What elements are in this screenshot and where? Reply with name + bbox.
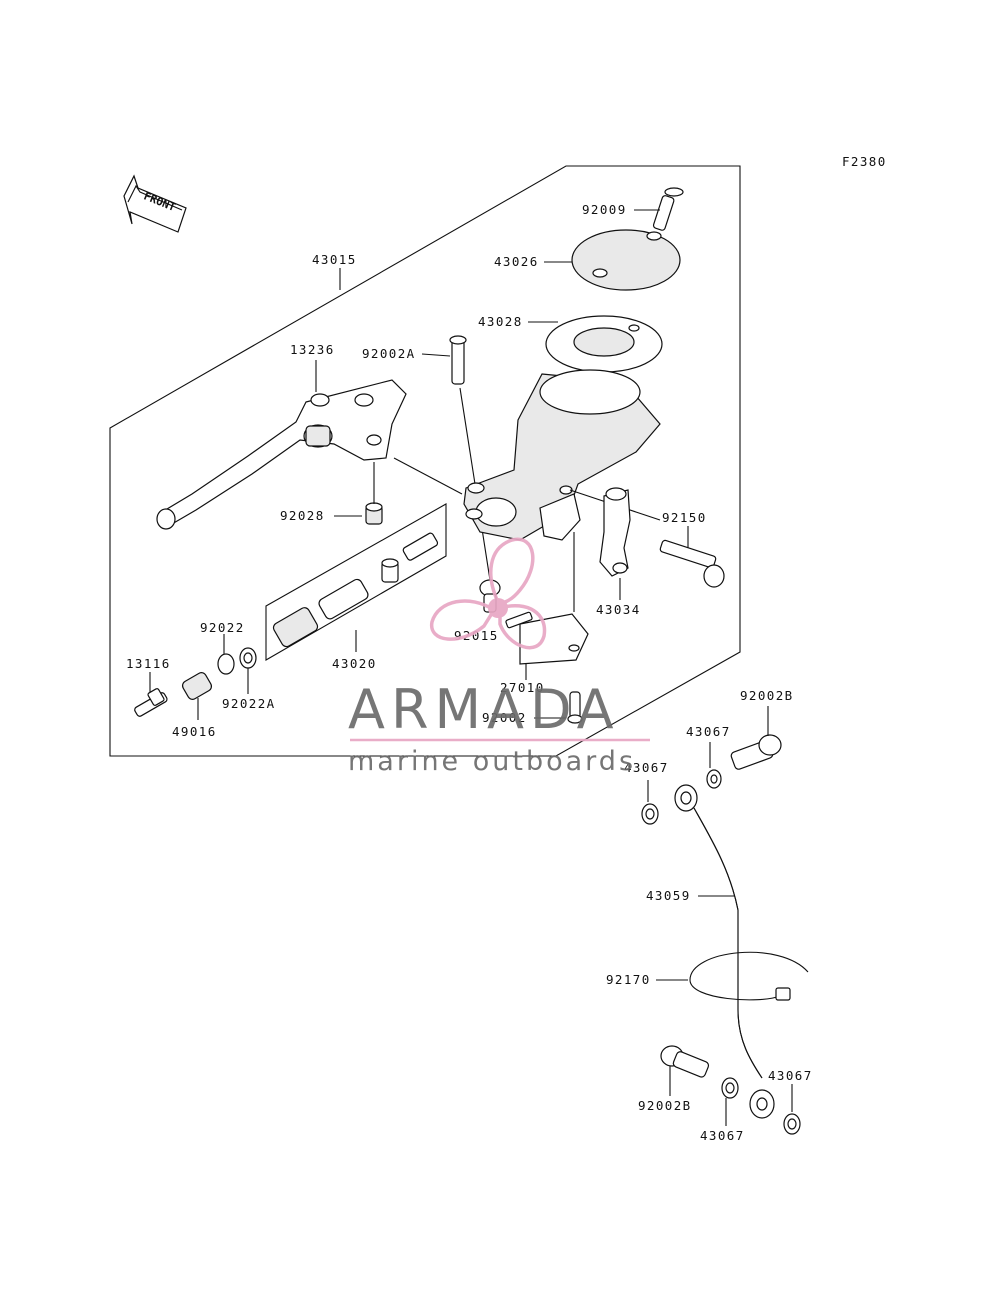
part-label-49016: 49016 (172, 724, 217, 739)
part-label-43059: 43059 (646, 888, 691, 903)
banjo-bolt-top-part (730, 734, 782, 770)
bushing-92028-part (365, 502, 383, 525)
pushrod-13116-part (134, 688, 168, 717)
part-label-43067-c: 43067 (700, 1128, 745, 1143)
part-label-92022: 92022 (200, 620, 245, 635)
part-label-92150: 92150 (662, 510, 707, 525)
piston-kit-part (265, 503, 447, 661)
part-label-43067-d: 43067 (768, 1068, 813, 1083)
part-label-13116: 13116 (126, 656, 171, 671)
part-label-92002a: 92002A (362, 346, 416, 361)
part-label-43067-a: 43067 (686, 724, 731, 739)
watermark: ARMADA marine outboards (348, 537, 650, 777)
master-cylinder-body-part (463, 369, 661, 541)
watermark-subtitle: marine outboards (348, 746, 636, 777)
part-label-27010: 27010 (500, 680, 545, 695)
bolt-92150-part (659, 539, 725, 588)
watermark-title: ARMADA (348, 678, 620, 741)
part-label-92028: 92028 (280, 508, 325, 523)
diaphragm-plate-part (545, 315, 663, 373)
part-label-43020: 43020 (332, 656, 377, 671)
part-label-43067-b: 43067 (624, 760, 669, 775)
bolt-92002a-part (449, 335, 467, 385)
part-label-43028: 43028 (478, 314, 523, 329)
washer-43067-a-part (706, 769, 722, 789)
reservoir-cap-part (571, 229, 681, 291)
part-label-92022a: 92022A (222, 696, 276, 711)
hose-clamp-band-part (689, 951, 809, 1001)
part-label-43026: 43026 (494, 254, 539, 269)
propeller-logo-icon (430, 537, 547, 650)
part-label-92002b-bottom: 92002B (638, 1098, 692, 1113)
washer-43067-d-part (783, 1113, 801, 1135)
front-direction-arrow-icon: FRONT (123, 174, 187, 233)
assembly-outline (109, 165, 741, 757)
banjo-bolt-bottom-part (660, 1045, 710, 1078)
part-label-43015: 43015 (312, 252, 357, 267)
part-label-92002b-top: 92002B (740, 688, 794, 703)
washer-43067-c-part (721, 1077, 739, 1099)
clutch-lever-part (156, 379, 407, 530)
part-label-92015: 92015 (454, 628, 499, 643)
part-label-92170: 92170 (606, 972, 651, 987)
brake-hose-part (674, 784, 775, 1119)
part-label-13236: 13236 (290, 342, 335, 357)
clamp-43034-part (599, 487, 631, 577)
part-label-43034: 43034 (596, 602, 641, 617)
switch-27010-part (505, 611, 589, 665)
part-label-92002: 92002 (482, 710, 527, 725)
seal-92022a-part (239, 647, 257, 669)
figure-code: F2380 (842, 154, 887, 169)
screw-92009-part (652, 187, 684, 231)
washer-43067-b-part (641, 803, 659, 825)
part-label-92009: 92009 (582, 202, 627, 217)
circlip-92022-part (217, 653, 235, 675)
dust-boot-49016-part (181, 672, 213, 700)
screw-92002-part (567, 691, 583, 724)
